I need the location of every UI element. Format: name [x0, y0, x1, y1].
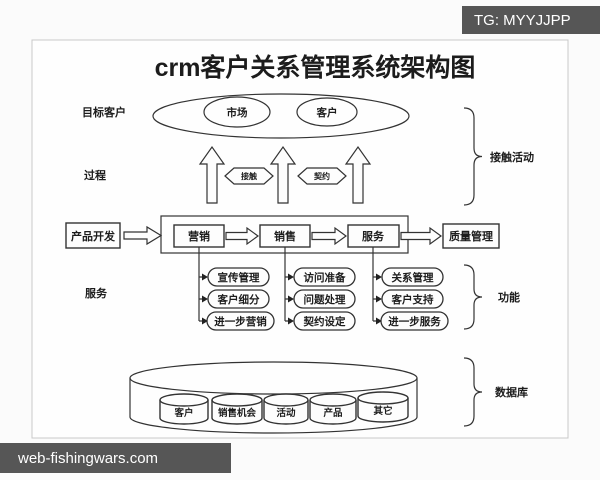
- function-sales-3-shape: [293, 311, 356, 331]
- contract-hexagon: [297, 167, 347, 185]
- target-customers-ellipse: [152, 93, 410, 139]
- row-label-services: 服务: [85, 286, 108, 300]
- db-product-label: 产品: [323, 407, 342, 419]
- function-service-2: 客户支持: [391, 293, 434, 306]
- db-customer-label: 客户: [173, 407, 193, 419]
- watermark-telegram-text: TG: MYYJJPP: [474, 11, 571, 29]
- watermark-website: web-fishingwars.com: [0, 443, 231, 473]
- customer-label: 客户: [316, 106, 338, 119]
- marketing-connector-line: [198, 247, 202, 322]
- function-service-2-shape: [381, 289, 444, 309]
- sales-label: 销售: [274, 229, 296, 243]
- function-service-1: 关系管理: [392, 271, 434, 284]
- sales-connector-arrowheads: [288, 273, 294, 325]
- brace-functions: [463, 264, 483, 330]
- service-connector-arrowheads: [376, 273, 382, 325]
- db-cylinder-sales-opportunity: 销售机会: [211, 393, 263, 425]
- arrow-productdev-to-chain: [123, 225, 163, 246]
- function-marketing-2-shape: [207, 289, 270, 309]
- service-label: 服务: [362, 229, 385, 243]
- brace-database: [463, 357, 483, 427]
- quality-management-label: 质量管理: [449, 229, 493, 243]
- contract-hexagon-label: 契约: [313, 171, 330, 181]
- function-service-3-shape: [380, 311, 449, 331]
- function-marketing-1-shape: [207, 267, 270, 287]
- marketing-connector-arrowheads: [202, 273, 208, 325]
- marketing-label: 营销: [188, 229, 210, 243]
- sales-connector-line: [284, 247, 288, 322]
- function-marketing-1: 宣传管理: [218, 271, 260, 284]
- quality-management-box: [442, 223, 500, 249]
- watermark-website-text: web-fishingwars.com: [18, 449, 159, 467]
- up-arrow-2: [269, 145, 297, 204]
- function-service-3: 进一步服务: [388, 315, 441, 328]
- arrow-chain-to-quality: [400, 226, 443, 246]
- up-arrow-3: [344, 145, 372, 204]
- service-connector-line: [372, 247, 376, 322]
- function-marketing-3-shape: [206, 311, 275, 331]
- diagram-title: crm客户关系管理系统架构图: [155, 53, 476, 82]
- arrow-sales-to-service: [311, 226, 348, 246]
- label-contact-activities: 接触活动: [490, 150, 534, 164]
- customer-ellipse: [296, 97, 358, 127]
- up-arrow-1: [198, 145, 226, 204]
- label-functions: 功能: [498, 290, 520, 304]
- db-sales-opportunity-label: 销售机会: [218, 407, 257, 419]
- contact-hexagon-label: 接触: [241, 171, 257, 181]
- database-cylinder-top: [129, 361, 418, 395]
- function-sales-1: 访问准备: [304, 271, 346, 284]
- db-cylinder-product: 产品: [309, 393, 357, 425]
- function-service-1-shape: [381, 267, 444, 287]
- db-cylinder-activity: 活动: [263, 393, 309, 425]
- row-label-target-customers: 目标客户: [82, 105, 126, 119]
- function-sales-1-shape: [293, 267, 356, 287]
- function-marketing-3: 进一步营销: [214, 315, 267, 328]
- function-marketing-2: 客户细分: [217, 293, 260, 306]
- function-sales-3: 契约设定: [303, 315, 346, 328]
- market-ellipse: [203, 96, 271, 128]
- db-activity-label: 活动: [276, 407, 296, 419]
- db-cylinder-other: 其它: [357, 391, 409, 423]
- row-label-process: 过程: [84, 168, 106, 182]
- function-sales-2-shape: [293, 289, 356, 309]
- db-other-label: 其它: [373, 405, 392, 417]
- label-database: 数据库: [495, 385, 528, 399]
- database-cylinder-body: [129, 378, 418, 434]
- db-cylinder-customer: 客户: [159, 393, 209, 425]
- watermark-telegram: TG: MYYJJPP: [462, 6, 600, 34]
- arrow-marketing-to-sales: [225, 226, 260, 246]
- product-development-label: 产品开发: [71, 229, 116, 243]
- contact-hexagon: [224, 167, 274, 185]
- product-development-box: [65, 222, 121, 249]
- brace-contact-activities: [463, 107, 483, 206]
- function-sales-2: 问题处理: [304, 293, 346, 306]
- market-label: 市场: [227, 106, 248, 119]
